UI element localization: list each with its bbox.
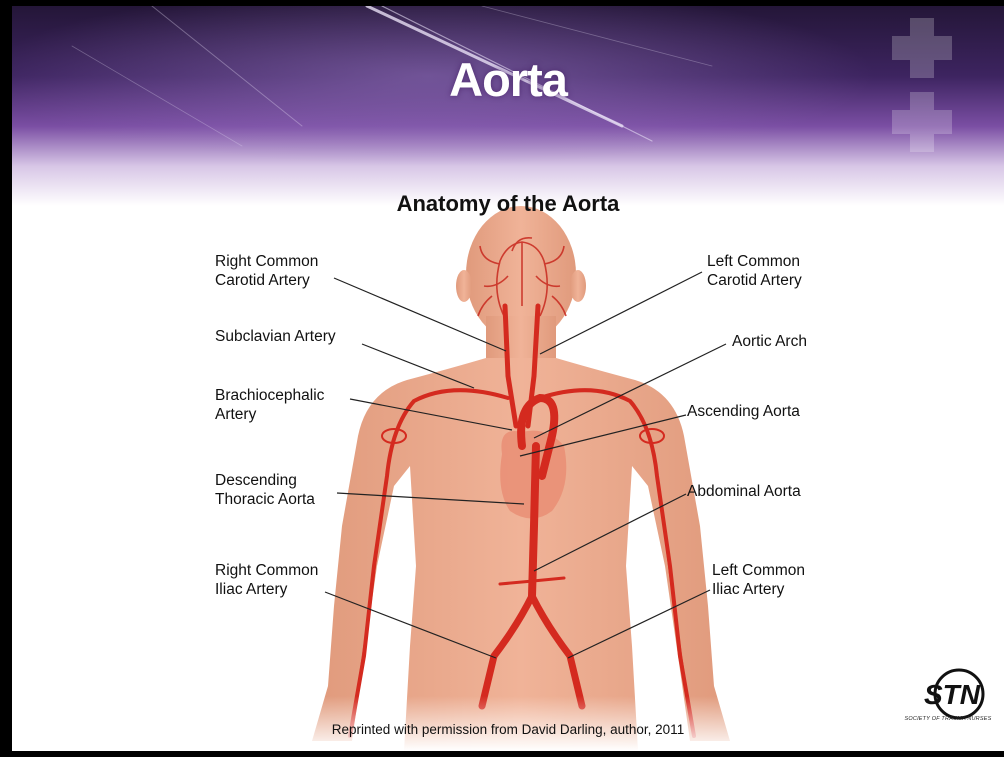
label-subclavian-artery: Subclavian Artery bbox=[215, 327, 336, 346]
slide: Aorta bbox=[12, 6, 1004, 751]
label-right-common-iliac: Right Common Iliac Artery bbox=[215, 561, 318, 599]
label-right-common-carotid: Right Common Carotid Artery bbox=[215, 252, 318, 290]
label-brachiocephalic-artery: Brachiocephalic Artery bbox=[215, 386, 324, 424]
label-descending-thoracic-aorta: Descending Thoracic Aorta bbox=[215, 471, 315, 509]
stn-logo-icon: STN bbox=[912, 666, 992, 732]
label-ascending-aorta: Ascending Aorta bbox=[687, 402, 800, 421]
logo-text: STN bbox=[924, 679, 981, 710]
label-left-common-iliac: Left Common Iliac Artery bbox=[712, 561, 805, 599]
image-credit: Reprinted with permission from David Dar… bbox=[12, 722, 1004, 737]
label-aortic-arch: Aortic Arch bbox=[732, 332, 807, 351]
label-abdominal-aorta: Abdominal Aorta bbox=[687, 482, 801, 501]
logo-caption: Society of Trauma Nurses bbox=[900, 716, 996, 722]
figure-title: Anatomy of the Aorta bbox=[12, 191, 1004, 217]
aorta-anatomy-illustration bbox=[12, 6, 1004, 751]
label-left-common-carotid: Left Common Carotid Artery bbox=[707, 252, 802, 290]
